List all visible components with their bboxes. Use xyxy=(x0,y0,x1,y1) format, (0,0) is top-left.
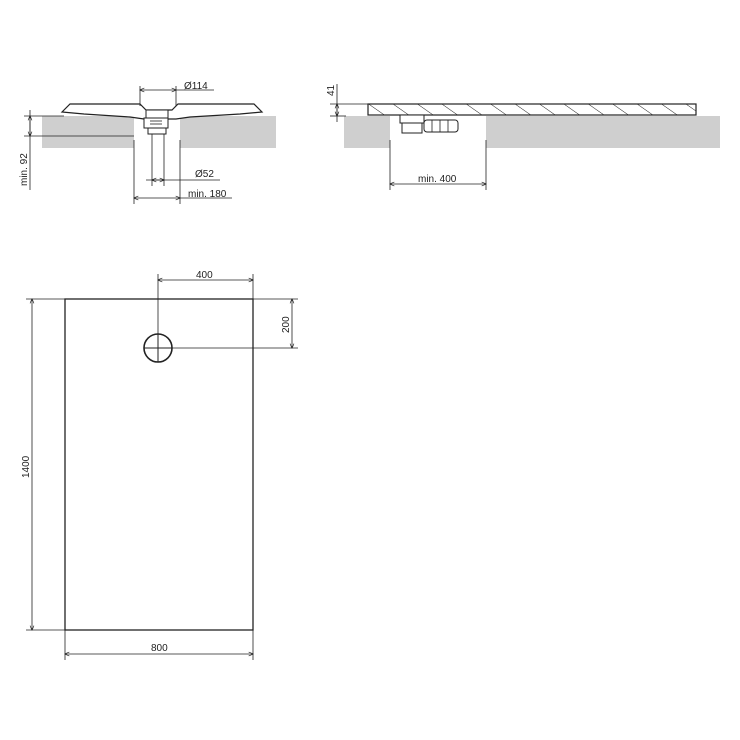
drain-trap-front xyxy=(143,109,169,135)
drain-trap-side xyxy=(399,114,459,134)
tray-profile-side xyxy=(367,103,697,116)
label-dim-800: 800 xyxy=(151,643,168,654)
label-min-400: min. 400 xyxy=(418,174,457,185)
label-dim-400: 400 xyxy=(196,270,213,281)
label-diameter-52: Ø52 xyxy=(195,169,214,180)
floor-right-a xyxy=(344,116,390,148)
floor-left-b xyxy=(180,116,276,148)
label-diameter-114: Ø114 xyxy=(184,81,208,92)
floor-right-b xyxy=(486,116,720,148)
plan-view: 400 200 1400 800 xyxy=(21,270,298,660)
label-min-92: min. 92 xyxy=(19,153,30,186)
section-view-front: Ø114 min. 92 Ø52 min. 180 xyxy=(19,81,276,204)
label-min-180: min. 180 xyxy=(188,189,227,200)
drain-symbol xyxy=(143,333,173,363)
label-dim-1400: 1400 xyxy=(21,455,32,478)
label-dim-200: 200 xyxy=(281,316,292,333)
label-height-41: 41 xyxy=(326,84,337,96)
floor-left-a xyxy=(42,116,134,148)
section-view-side: 41 min. 400 xyxy=(326,84,720,190)
